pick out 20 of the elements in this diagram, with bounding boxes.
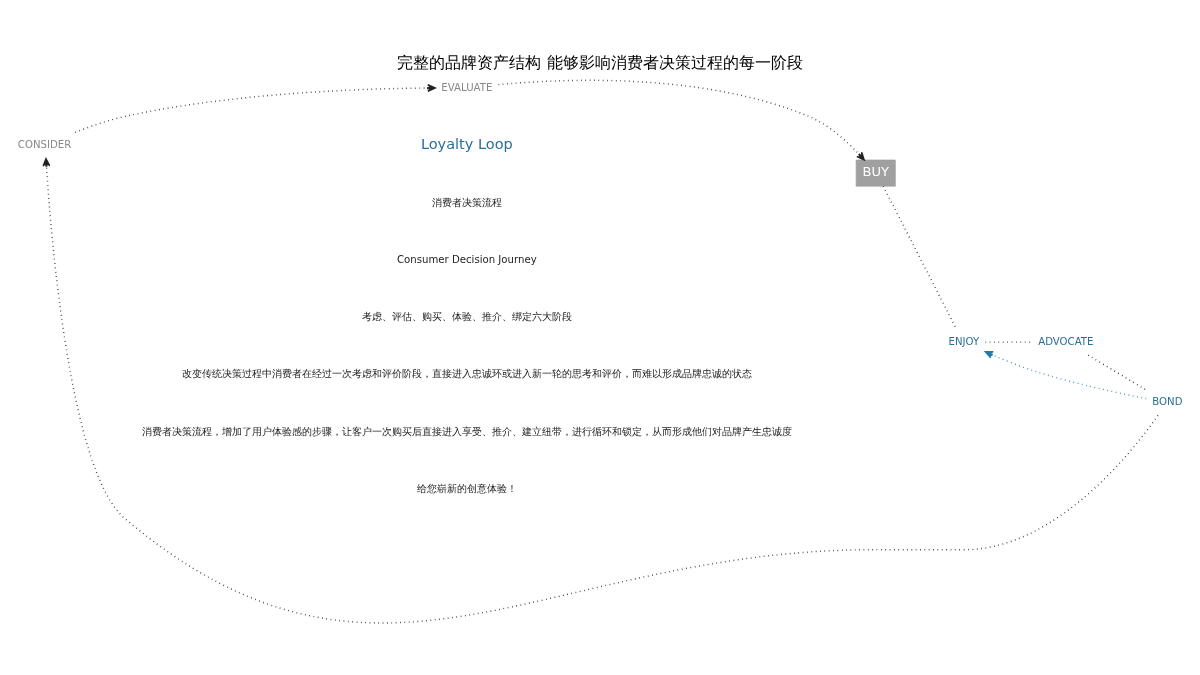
arrow [42, 157, 1159, 623]
arrow [984, 351, 1147, 400]
connector [882, 185, 958, 330]
node-text: EVALUATE [441, 81, 493, 93]
node-box: BUY [855, 159, 896, 187]
arrow [497, 79, 865, 161]
label: 给您崭新的创意体验！ [416, 483, 517, 495]
label: Loyalty Loop [420, 136, 513, 153]
arrow [74, 84, 436, 134]
connector [1087, 354, 1148, 391]
label: 改变传统决策过程中消费者在经过一次考虑和评价阶段，直接进入忠诚环或进入新一轮的思考和评价，而难以形成品牌忠诚的状态 [181, 368, 752, 380]
label: 消费者决策流程，增加了用户体验感的步骤，让客户一次购买后直接进入享受、推介、建立纽带，进行循环和锁定，从而形成他们对品牌产生忠诚度 [141, 425, 792, 437]
label: 消费者决策流程 [431, 196, 502, 208]
node-text: BOND [1152, 396, 1183, 408]
label: Consumer Decision Journey [397, 253, 537, 265]
label: 考虑、评估、购买、体验、推介、绑定六大阶段 [361, 311, 572, 323]
node-text: ADVOCATE [1038, 335, 1094, 347]
node-text: CONSIDER [17, 139, 72, 151]
diagram-title: 完整的品牌资产结构 能够影响消费者决策过程的每一阶段 [397, 52, 803, 72]
node-text: ENJOY [948, 335, 980, 347]
